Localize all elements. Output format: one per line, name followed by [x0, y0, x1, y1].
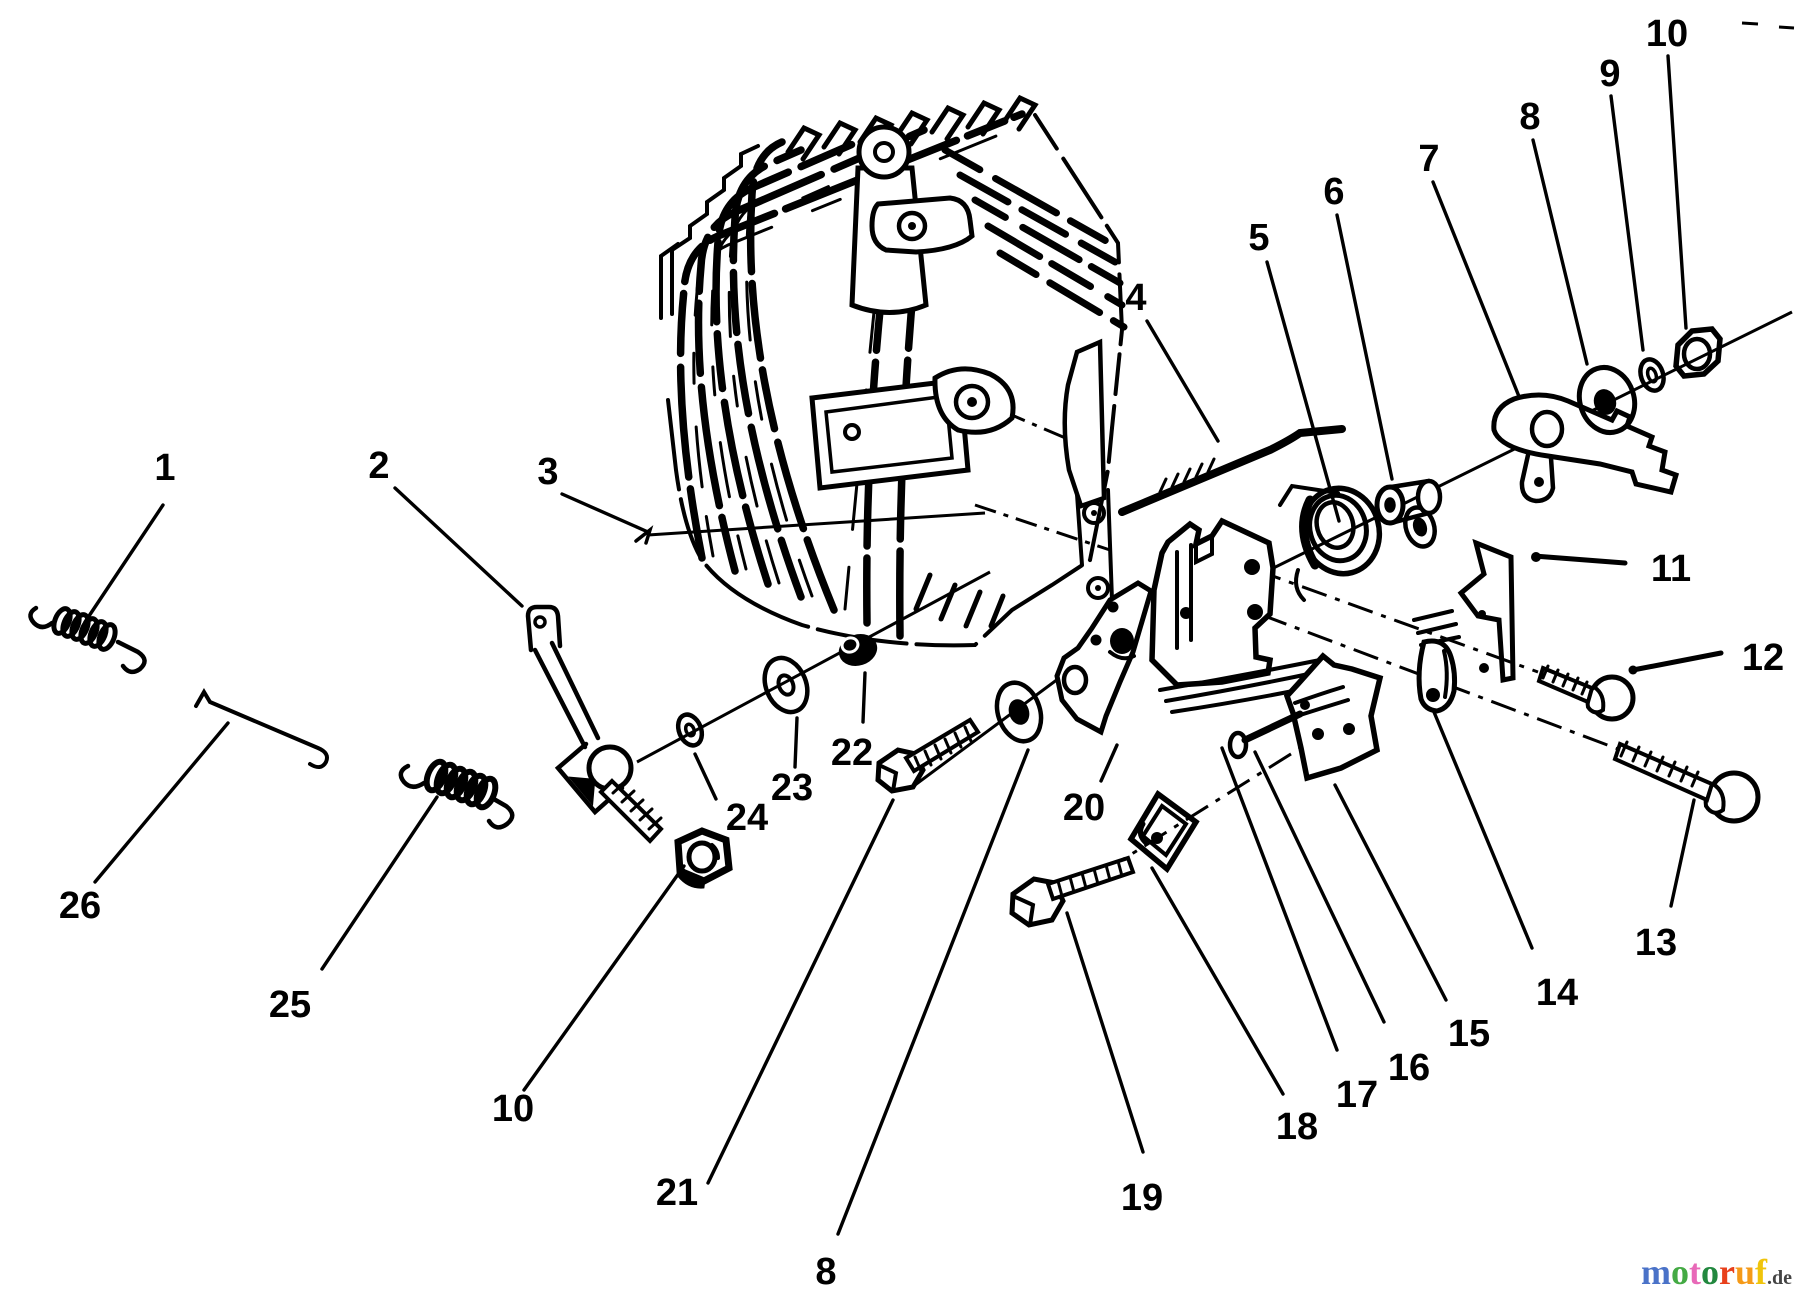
svg-text:10: 10	[1646, 13, 1688, 55]
svg-text:22: 22	[831, 732, 873, 774]
svg-text:2: 2	[368, 445, 389, 487]
svg-text:12: 12	[1742, 637, 1784, 679]
svg-text:23: 23	[771, 767, 813, 809]
svg-text:11: 11	[1651, 548, 1691, 590]
svg-text:1: 1	[154, 447, 175, 489]
svg-text:20: 20	[1063, 787, 1105, 829]
svg-text:21: 21	[656, 1172, 698, 1214]
svg-text:19: 19	[1121, 1177, 1163, 1219]
svg-text:3: 3	[537, 451, 558, 493]
svg-text:8: 8	[815, 1251, 836, 1293]
svg-text:15: 15	[1448, 1013, 1490, 1055]
svg-text:5: 5	[1248, 217, 1269, 259]
svg-text:24: 24	[726, 797, 768, 839]
svg-text:14: 14	[1536, 972, 1578, 1014]
svg-text:4: 4	[1125, 277, 1146, 319]
svg-text:13: 13	[1635, 922, 1677, 964]
svg-text:6: 6	[1323, 171, 1344, 213]
svg-text:9: 9	[1599, 53, 1620, 95]
svg-text:18: 18	[1276, 1106, 1318, 1148]
svg-text:10: 10	[492, 1088, 534, 1130]
svg-text:8: 8	[1519, 96, 1540, 138]
svg-text:25: 25	[269, 984, 311, 1026]
svg-text:17: 17	[1336, 1074, 1378, 1116]
svg-text:motoruf.de: motoruf.de	[1641, 1252, 1792, 1292]
svg-text:16: 16	[1388, 1047, 1430, 1089]
svg-text:7: 7	[1418, 138, 1439, 180]
svg-text:26: 26	[59, 885, 101, 927]
